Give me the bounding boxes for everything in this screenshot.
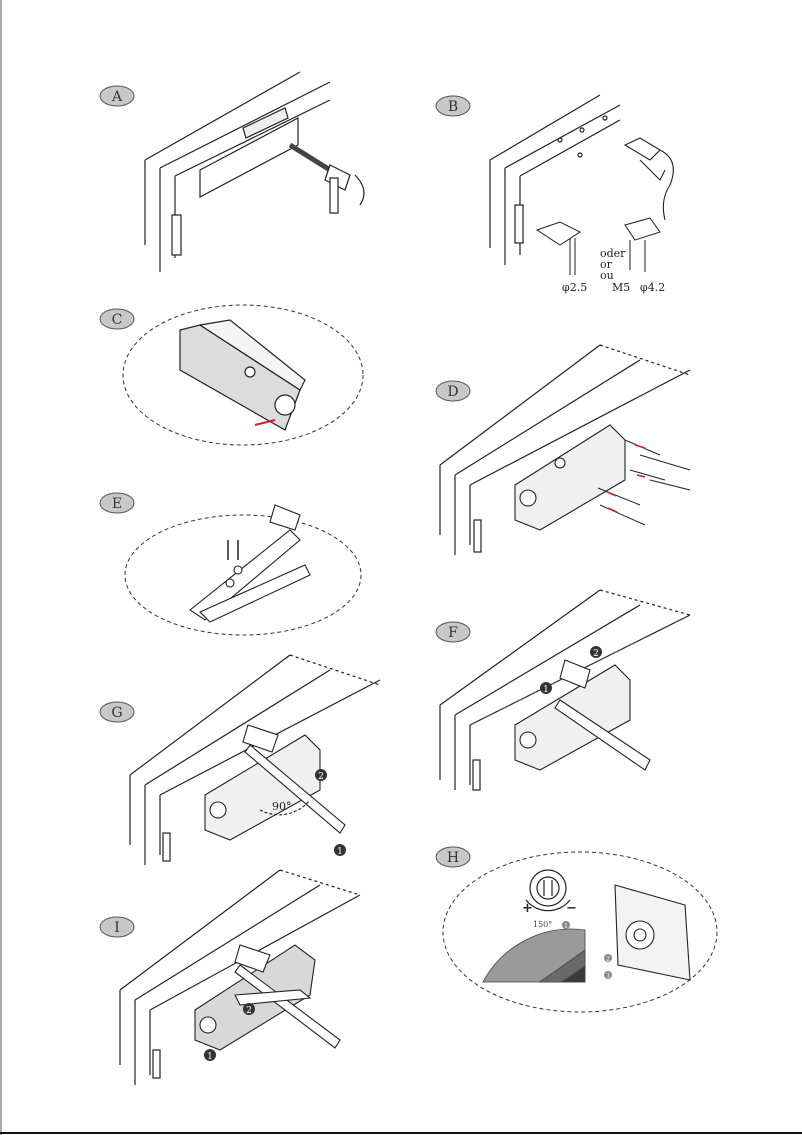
closer-end-h bbox=[614, 884, 691, 981]
svg-text:1: 1 bbox=[337, 847, 343, 857]
callout-f-2: 2 bbox=[590, 646, 602, 659]
svg-text:1: 1 bbox=[564, 923, 568, 930]
step-i-panel: I 1 2 bbox=[99, 869, 361, 1085]
callout-f-1: 1 bbox=[540, 682, 552, 695]
step-h-panel: H + − 150° 1 2 3 bbox=[435, 846, 718, 1013]
svg-text:2: 2 bbox=[593, 649, 599, 659]
svg-text:H: H bbox=[447, 850, 459, 866]
callout-h-1: 1 bbox=[562, 921, 570, 930]
adjust-minus: − bbox=[566, 901, 577, 916]
door-frame-d bbox=[439, 344, 691, 555]
drill-a bbox=[288, 142, 365, 214]
door-frame-g bbox=[129, 654, 381, 865]
door-frame-b bbox=[489, 94, 621, 265]
svg-text:F: F bbox=[448, 625, 458, 641]
step-h-label: H bbox=[435, 846, 471, 868]
step-f-panel: F 1 2 bbox=[435, 589, 691, 791]
step-i-label: I bbox=[99, 916, 135, 938]
angle-90-label: 90° bbox=[272, 800, 292, 813]
svg-text:2: 2 bbox=[606, 956, 610, 963]
drill-b bbox=[623, 137, 674, 221]
svg-text:1: 1 bbox=[207, 1052, 213, 1062]
drill-size-small: φ2.5 bbox=[562, 281, 587, 294]
step-a-panel: A bbox=[99, 71, 365, 272]
detail-circle-h bbox=[442, 851, 718, 1013]
step-b-label: B bbox=[435, 95, 471, 117]
step-d-label: D bbox=[435, 380, 471, 402]
callout-h-2: 2 bbox=[604, 954, 612, 963]
svg-text:3: 3 bbox=[606, 973, 610, 980]
step-g-panel: G 90° 1 2 bbox=[99, 654, 381, 865]
detail-circle-c bbox=[122, 304, 364, 446]
closer-arm-f bbox=[514, 659, 651, 771]
svg-text:D: D bbox=[447, 384, 458, 400]
step-e-label: E bbox=[99, 492, 135, 514]
step-c-label: C bbox=[99, 308, 135, 330]
svg-text:A: A bbox=[111, 89, 123, 105]
screw-sets-b bbox=[535, 217, 661, 275]
door-frame-a bbox=[144, 71, 331, 272]
door-frame-i bbox=[119, 869, 361, 1085]
closer-arm-g bbox=[204, 724, 346, 841]
step-e-panel: E bbox=[99, 492, 362, 636]
detail-circle-e bbox=[124, 514, 362, 636]
callout-i-1: 1 bbox=[204, 1049, 216, 1062]
svg-text:2: 2 bbox=[318, 772, 324, 782]
svg-text:I: I bbox=[114, 920, 120, 936]
svg-text:1: 1 bbox=[543, 685, 549, 695]
speed-zone-diagram bbox=[482, 928, 586, 983]
closer-body-d bbox=[514, 424, 626, 531]
svg-text:E: E bbox=[112, 496, 122, 512]
svg-text:G: G bbox=[111, 705, 122, 721]
closer-arm-i bbox=[194, 944, 341, 1051]
arm-assembly-e bbox=[189, 504, 311, 623]
callout-i-2: 2 bbox=[243, 1003, 255, 1016]
screw-text-ou: ou bbox=[600, 269, 614, 282]
step-c-panel: C bbox=[99, 304, 364, 446]
step-f-label: F bbox=[435, 621, 471, 643]
svg-text:C: C bbox=[112, 312, 123, 328]
svg-text:B: B bbox=[448, 99, 458, 115]
step-b-panel: B oder or ou φ2.5 M5 φ4.2 bbox=[435, 94, 674, 294]
callout-g-1: 1 bbox=[334, 844, 346, 857]
step-d-panel: D bbox=[435, 344, 691, 555]
mounting-screws-d bbox=[597, 439, 691, 526]
drill-size-m5: M5 bbox=[612, 281, 630, 294]
callout-g-2: 2 bbox=[315, 769, 327, 782]
closer-body-c bbox=[179, 319, 306, 431]
screw-text-oder: oder bbox=[600, 247, 626, 260]
step-a-label: A bbox=[99, 85, 135, 107]
screw-text-or: or bbox=[600, 258, 613, 271]
drill-size-large: φ4.2 bbox=[640, 281, 665, 294]
step-g-label: G bbox=[99, 701, 135, 723]
door-frame-f bbox=[439, 589, 691, 791]
svg-text:2: 2 bbox=[246, 1006, 252, 1016]
angle-150-label: 150° bbox=[533, 920, 552, 929]
adjust-plus: + bbox=[522, 901, 533, 916]
adjust-valve-icon bbox=[525, 869, 571, 912]
callout-h-3: 3 bbox=[604, 971, 612, 980]
